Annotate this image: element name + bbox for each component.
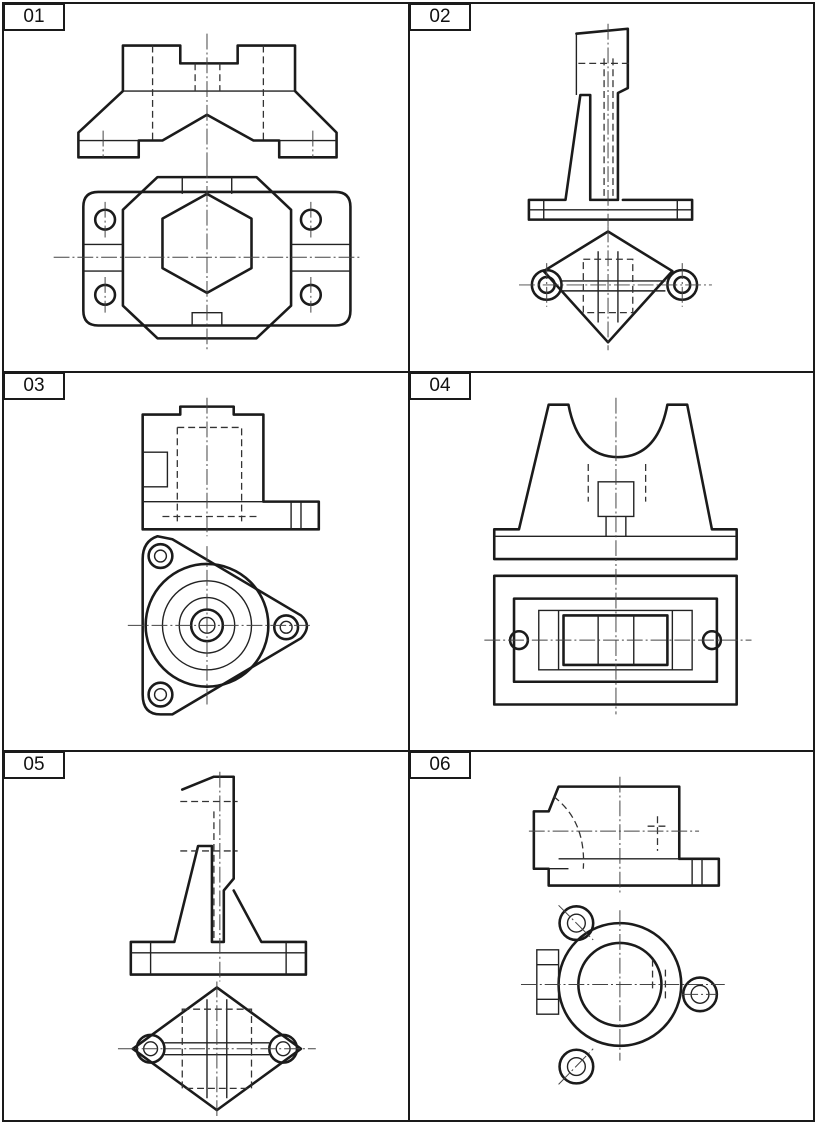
drawing-04 (484, 397, 752, 715)
panel-01: 01 (2, 2, 410, 373)
panel-label: 01 (3, 3, 65, 31)
drawing-05 (117, 771, 316, 1117)
panel-06: 06 (408, 750, 815, 1122)
drawing-06 (520, 776, 725, 1085)
panel-04: 04 (408, 371, 815, 752)
panel-03: 03 (2, 371, 410, 752)
panel-label: 04 (409, 372, 471, 400)
panel-label: 05 (3, 751, 65, 779)
panel-02: 02 (408, 2, 815, 373)
panel-label: 03 (3, 372, 65, 400)
drawing-03 (127, 397, 321, 716)
panel-label: 06 (409, 751, 471, 779)
panel-05: 05 (2, 750, 410, 1122)
drawing-02 (519, 23, 712, 351)
drawing-01 (53, 33, 361, 351)
panel-label: 02 (409, 3, 471, 31)
